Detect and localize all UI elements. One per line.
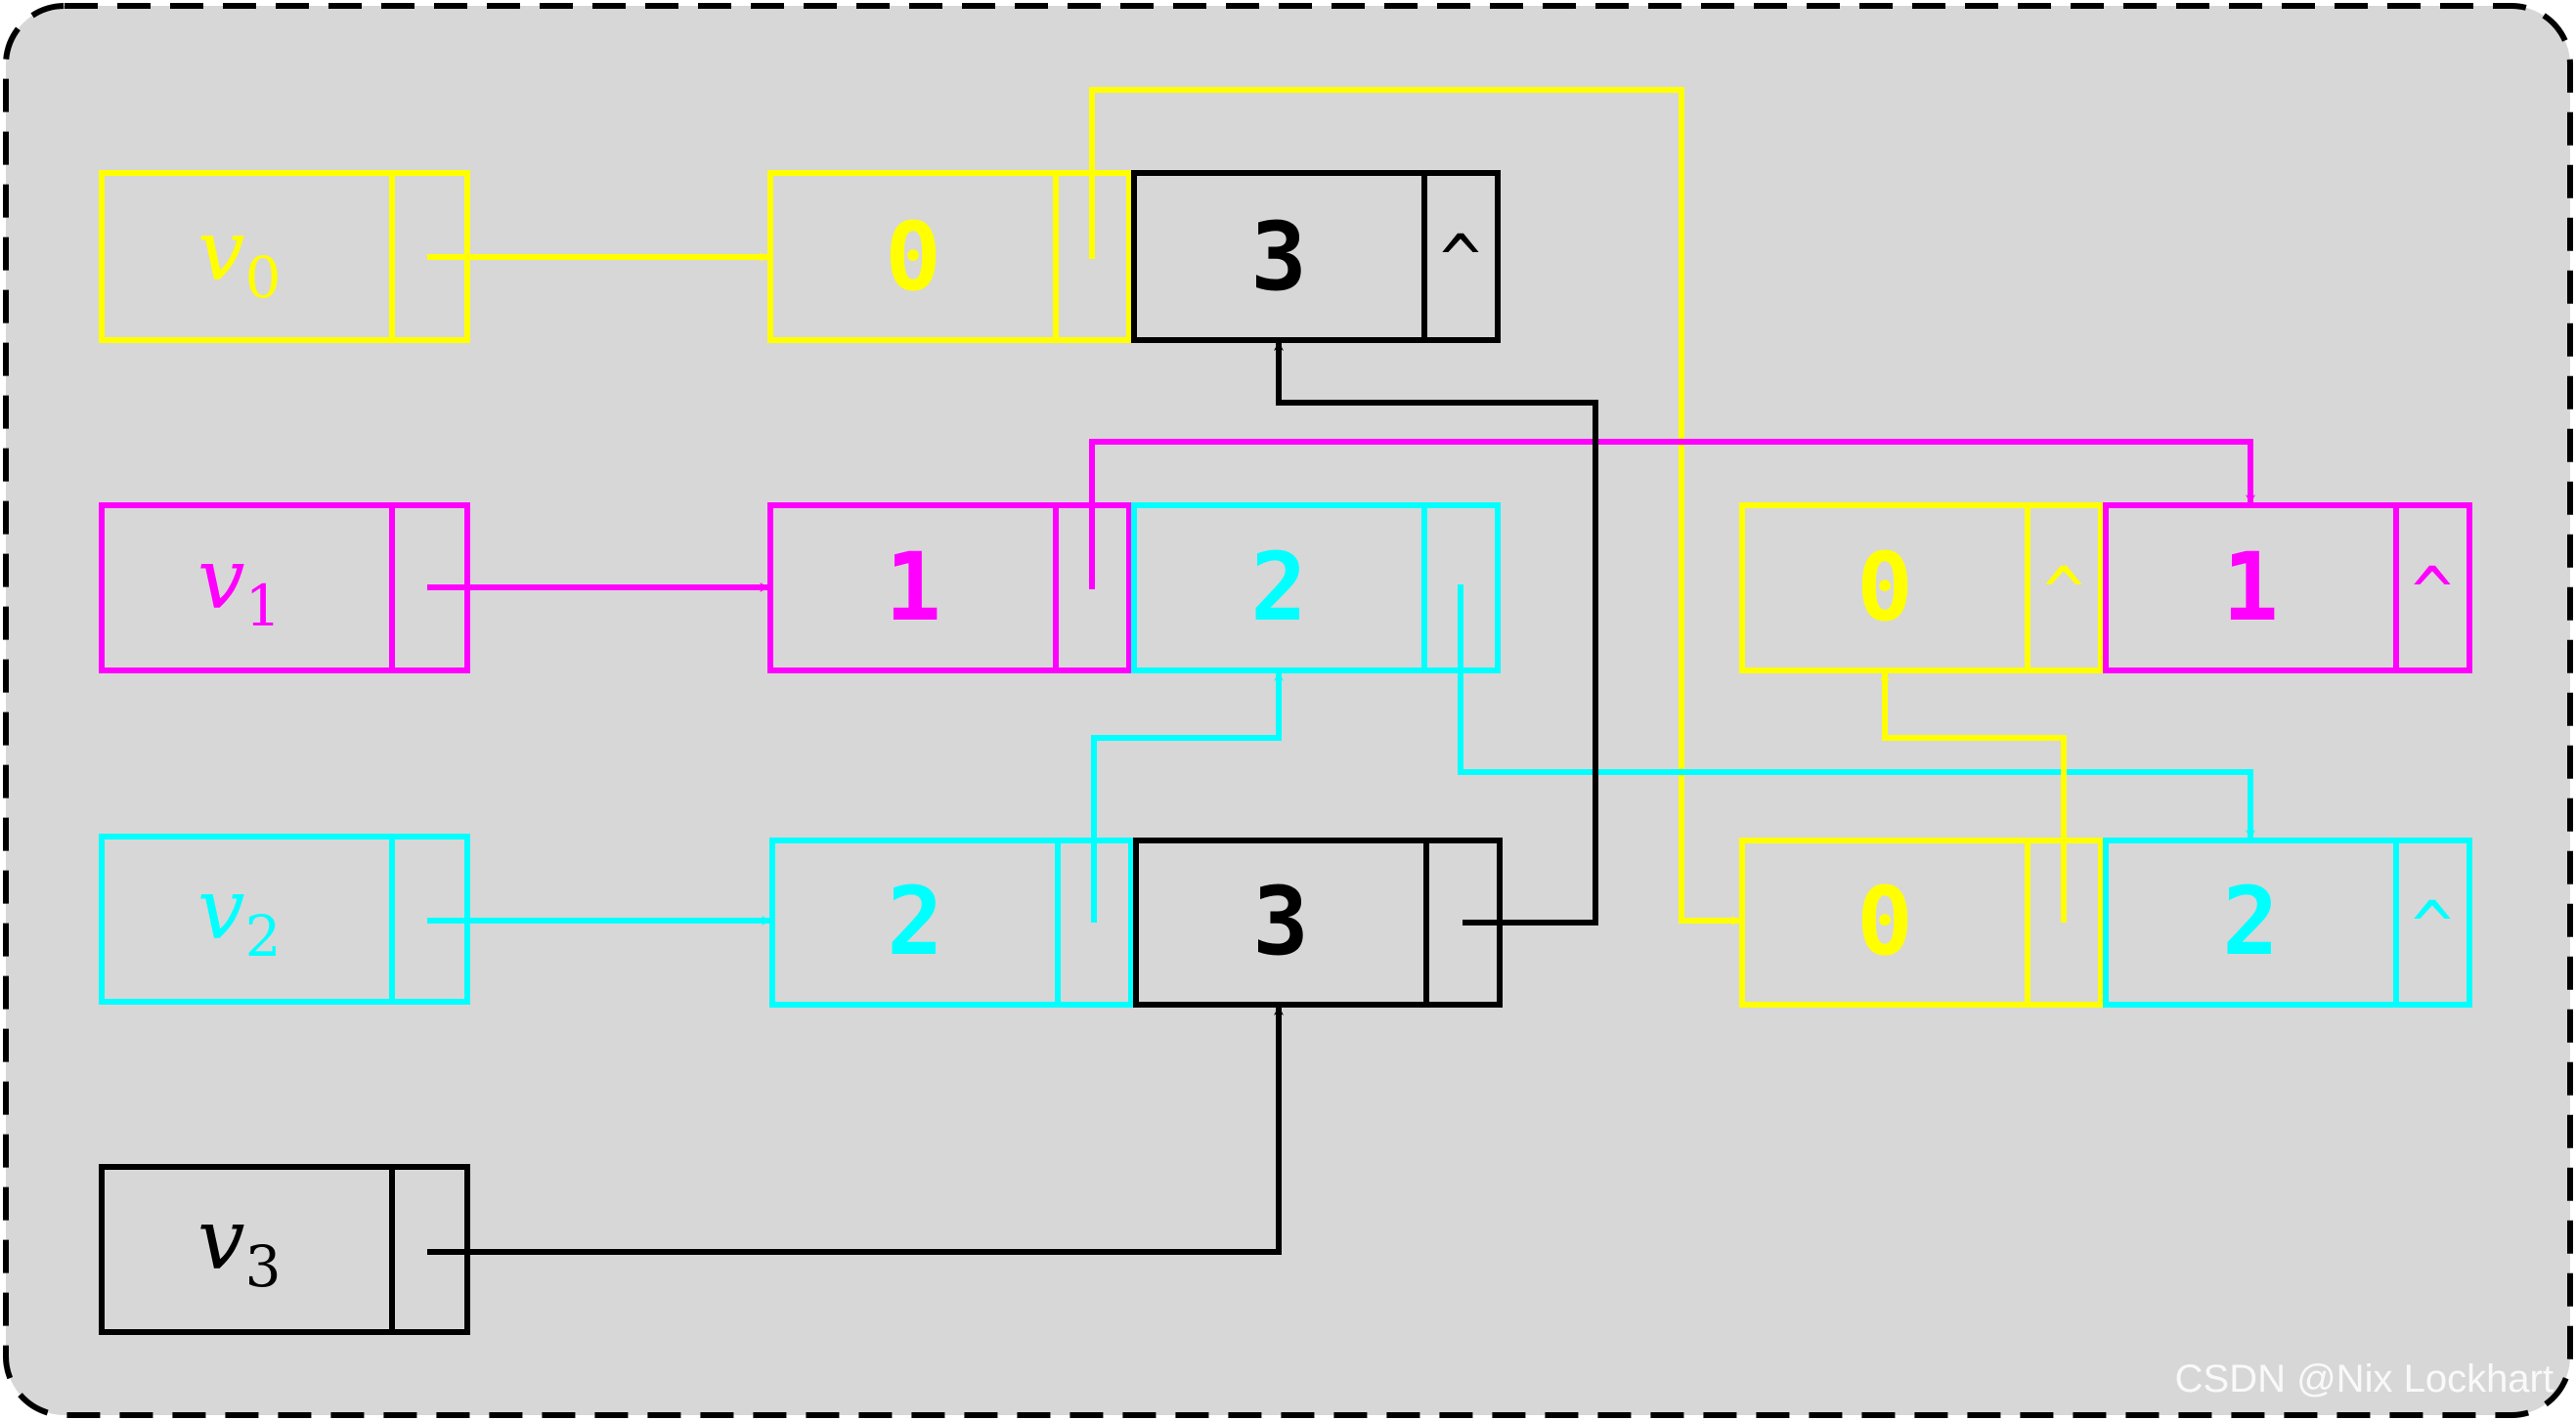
null-pointer-symbol: ^ <box>1440 220 1481 300</box>
arrow-a23-to-a03 <box>1274 341 1598 926</box>
arrow-a11-to-b1 <box>1089 439 2255 589</box>
arc-value: 3 <box>1252 867 1309 976</box>
vertex-v1: v1 <box>99 502 470 673</box>
arc-value: 1 <box>2222 533 2279 642</box>
null-pointer-symbol: ^ <box>2412 886 2453 967</box>
arc-value: 1 <box>885 533 941 642</box>
arrow-v3-to-a23 <box>427 1006 1284 1255</box>
vertex-label: v1 <box>197 531 282 639</box>
arrow-a00-to-c0 <box>1089 87 1741 926</box>
arc-node-c2: 2 ^ <box>2103 838 2472 1008</box>
arc-node-b1: 1 ^ <box>2103 502 2472 673</box>
arc-node-a22: 2 <box>769 838 1134 1008</box>
arc-node-a03: 3 ^ <box>1131 170 1501 343</box>
arrow-a22-to-a12 <box>1091 671 1284 923</box>
arc-value: 2 <box>2222 867 2279 976</box>
arrow-a12-to-c2 <box>1458 584 2255 840</box>
arc-value: 2 <box>1250 533 1307 642</box>
watermark: CSDN @Nix Lockhart <box>2175 1357 2554 1400</box>
arrow-c0-to-b0 <box>1880 671 2067 923</box>
vertex-label: v0 <box>197 202 282 311</box>
arc-value: 0 <box>1856 867 1913 976</box>
null-pointer-symbol: ^ <box>2412 552 2453 632</box>
arc-node-c0: 0 <box>1739 838 2104 1008</box>
arc-node-a00: 0 <box>767 170 1132 343</box>
arc-node-a23: 3 <box>1133 838 1503 1008</box>
arc-value: 0 <box>885 202 941 312</box>
vertex-label: v2 <box>197 861 282 969</box>
arc-value: 0 <box>1856 533 1913 642</box>
arc-node-b0: 0 ^ <box>1739 502 2104 673</box>
vertex-label: v3 <box>197 1191 282 1300</box>
arc-value: 2 <box>887 867 943 976</box>
diagram-background <box>3 3 2573 1418</box>
null-pointer-symbol: ^ <box>2043 552 2084 632</box>
arc-value: 3 <box>1250 202 1307 312</box>
